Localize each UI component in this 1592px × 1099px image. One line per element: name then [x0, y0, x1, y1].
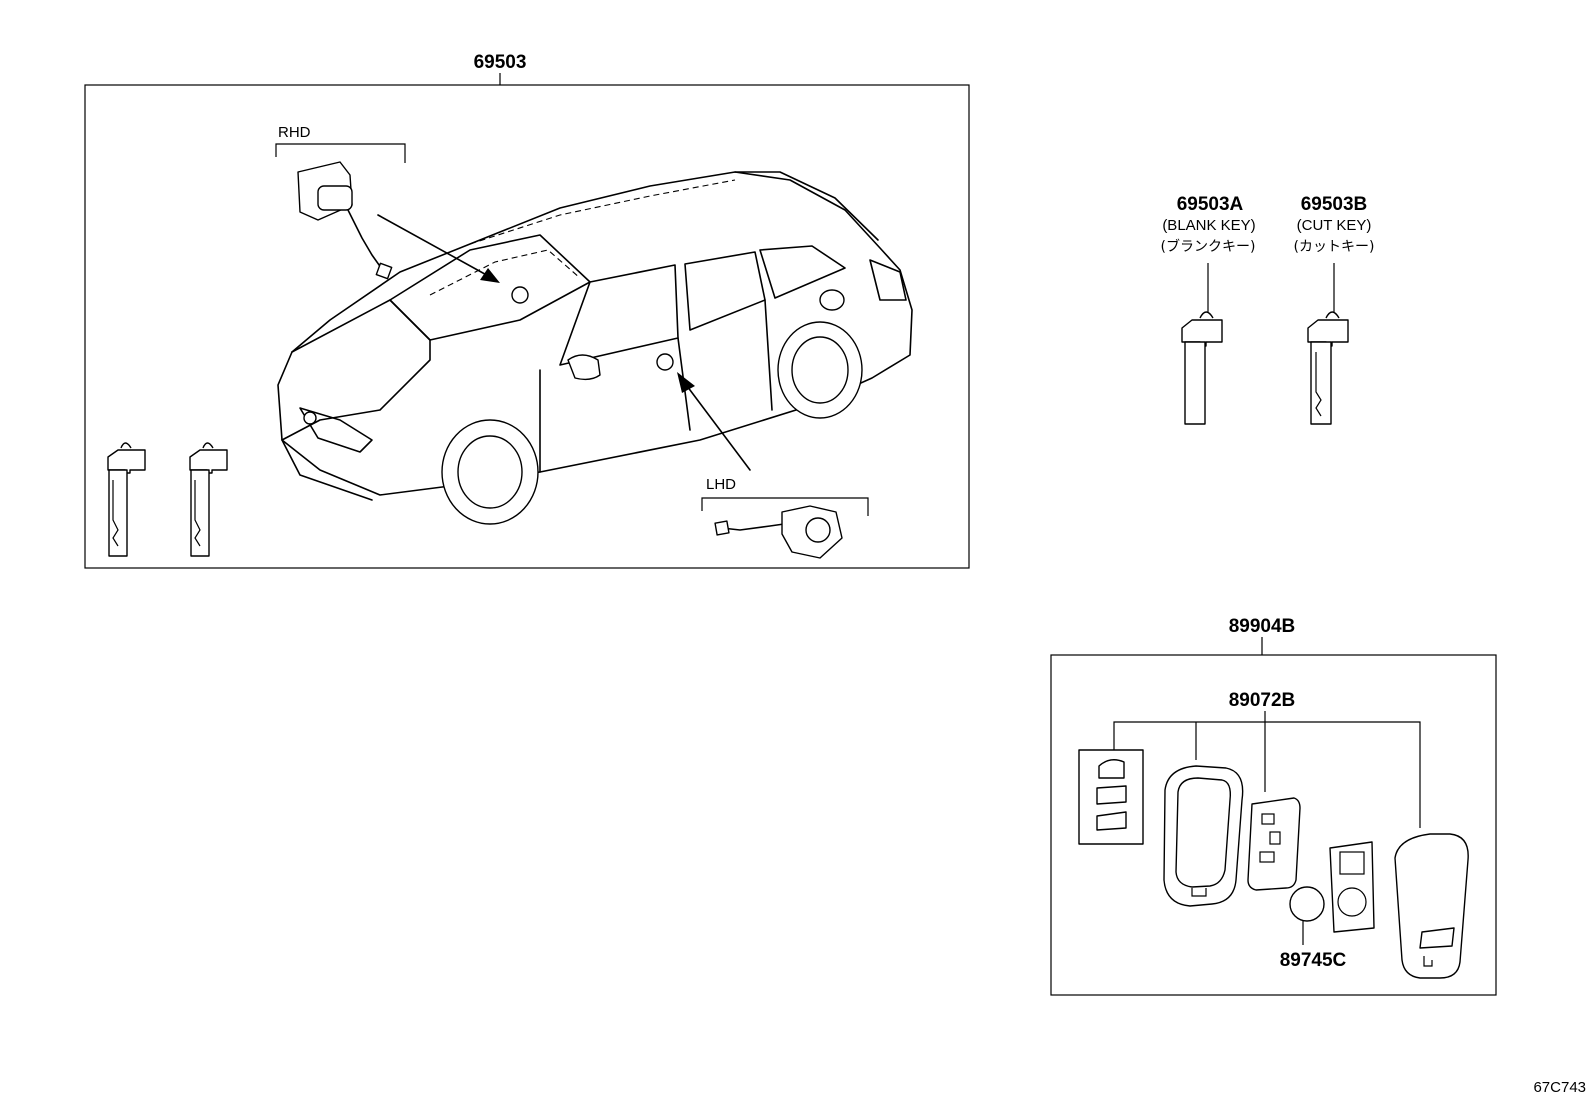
- label-89904b[interactable]: 89904B: [1229, 616, 1296, 637]
- label-69503b-en: (CUT KEY): [1297, 217, 1372, 234]
- circuit-board[interactable]: [1247, 797, 1301, 891]
- rhd-lock-cylinder[interactable]: [297, 161, 393, 280]
- transmitter-back-cover[interactable]: [1394, 833, 1469, 979]
- label-89745c[interactable]: 89745C: [1280, 950, 1347, 971]
- assembly-box-69503: [84, 84, 970, 569]
- battery-holder[interactable]: [1329, 841, 1375, 933]
- label-rhd: RHD: [278, 124, 311, 141]
- diagram-code: 67C743: [1533, 1079, 1586, 1096]
- label-69503b[interactable]: 69503B: [1301, 194, 1368, 215]
- battery-cell[interactable]: [1289, 886, 1325, 922]
- arrow-lhd: [677, 372, 751, 471]
- blank-key[interactable]: [1181, 311, 1223, 425]
- label-lhd: LHD: [706, 476, 736, 493]
- button-pad[interactable]: [1078, 749, 1144, 845]
- lhd-lock-cylinder[interactable]: [714, 505, 843, 559]
- bracket-rhd: [275, 143, 406, 163]
- assembly-key-1[interactable]: [107, 442, 146, 557]
- assembly-key-2[interactable]: [189, 442, 228, 557]
- vehicle-illustration: [277, 171, 913, 525]
- label-69503a-en: (BLANK KEY): [1162, 217, 1255, 234]
- label-69503b-jp: (カットキー): [1294, 239, 1375, 255]
- label-89072b[interactable]: 89072B: [1229, 690, 1296, 711]
- cut-key[interactable]: [1307, 311, 1349, 425]
- label-69503a[interactable]: 69503A: [1177, 194, 1244, 215]
- leader-89072b-bracket: [1113, 721, 1421, 828]
- transmitter-case-frame[interactable]: [1163, 765, 1244, 907]
- label-69503[interactable]: 69503: [474, 52, 527, 73]
- label-69503a-jp: (ブランクキー): [1161, 238, 1256, 255]
- assembly-box-89904b: [1050, 654, 1497, 996]
- arrow-rhd: [377, 214, 500, 283]
- bracket-lhd: [701, 497, 869, 516]
